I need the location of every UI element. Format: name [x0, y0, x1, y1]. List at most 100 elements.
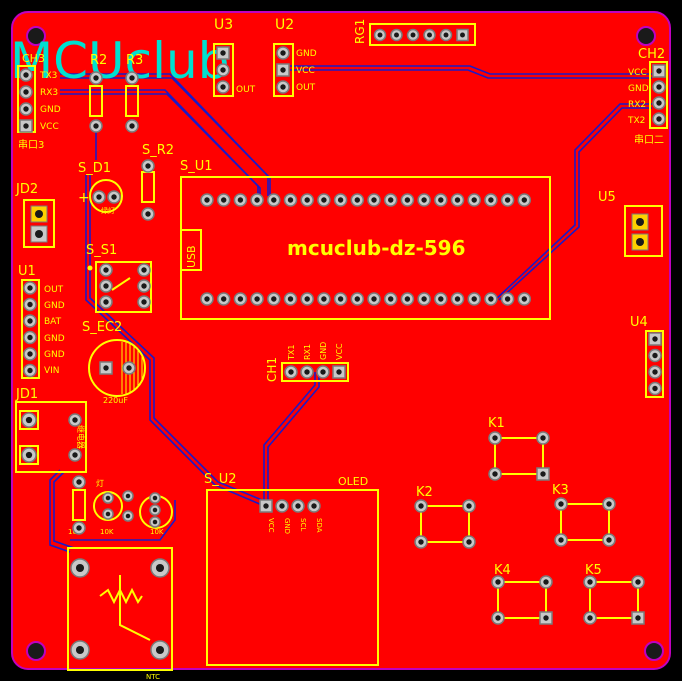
pad-hole	[495, 579, 501, 585]
s-u1-mcu: S_U1 USB mcuclub-dz-596	[180, 159, 551, 320]
u1-pin-1: OUT	[44, 285, 64, 295]
u4-label: U4	[630, 315, 648, 330]
u1-module: U1 OUT GND BAT GND GND VIN	[18, 264, 65, 379]
key-k5[interactable]: K5	[585, 563, 639, 619]
pad-hole	[141, 283, 147, 289]
pad-hole	[287, 296, 294, 302]
pad-hole	[521, 296, 527, 302]
pad-hole	[471, 197, 477, 203]
ch3-pin-1: TX3	[39, 71, 57, 81]
ch2-label: CH2	[638, 47, 665, 62]
k4-label: K4	[494, 563, 511, 578]
ch1-pin-4: VCC	[335, 343, 344, 360]
pad-hole	[656, 100, 662, 106]
pad-hole	[204, 296, 210, 302]
s-r2-label: S_R2	[142, 143, 174, 158]
key-k2[interactable]: K2	[416, 485, 470, 543]
u1-pin-2: GND	[44, 301, 65, 311]
pad-hole	[438, 296, 444, 302]
pad-hole	[271, 197, 277, 203]
ch1-connector: CH1 TX1 RX1 GND VCC	[265, 342, 349, 382]
pad-hole	[418, 539, 424, 545]
pad-hole	[321, 296, 327, 302]
pad-hole	[540, 471, 546, 477]
pad-hole	[438, 197, 444, 203]
s-ec2-capacitor: S_EC2 220uF	[82, 320, 146, 405]
pad-hole	[145, 211, 151, 217]
pad-hole	[125, 493, 131, 499]
pad-hole	[263, 503, 269, 509]
traces	[49, 65, 652, 553]
pad-hole	[606, 537, 612, 543]
pad-hole	[404, 197, 411, 203]
key-k4[interactable]: K4	[494, 563, 547, 619]
pad-hole	[354, 296, 360, 302]
pad-hole	[27, 285, 33, 291]
pad-hole	[129, 75, 135, 81]
pad-hole	[25, 451, 33, 459]
pad-hole	[635, 615, 641, 621]
pad-hole	[220, 84, 226, 90]
pad-hole	[105, 511, 111, 517]
u2-vcc-label: VCC	[296, 66, 315, 76]
pad-hole	[311, 503, 317, 509]
pad-hole	[279, 503, 285, 509]
pad-hole	[454, 197, 461, 203]
pad-hole	[254, 296, 260, 302]
pad-hole	[76, 525, 82, 531]
pad-hole	[521, 197, 527, 203]
pad-hole	[421, 197, 427, 203]
u1-pin-6: VIN	[44, 366, 60, 376]
pad-hole	[471, 296, 477, 302]
pad-hole	[111, 194, 117, 200]
jd1-relay: JD1 继电器	[15, 387, 87, 473]
ch3-pin-3: GND	[40, 105, 61, 115]
pad-hole	[460, 32, 465, 38]
pad-hole	[288, 369, 294, 375]
k5-label: K5	[585, 563, 602, 578]
pad-hole	[558, 501, 564, 507]
pad-hole	[141, 267, 147, 273]
key-k3[interactable]: K3	[552, 483, 610, 541]
pad-hole	[543, 579, 549, 585]
pad-hole	[72, 417, 78, 423]
pad-hole	[656, 68, 662, 74]
rg1-header: RG1	[353, 19, 476, 46]
board-title: mcuclub-dz-596	[287, 236, 466, 260]
pad-hole	[221, 197, 227, 203]
led-label: 灯	[96, 478, 104, 488]
pad-hole	[656, 116, 662, 122]
pad-hole	[558, 537, 564, 543]
r-10k-label-2: 10K	[100, 528, 114, 536]
pad-hole	[129, 123, 135, 129]
u1-pin-3: BAT	[44, 317, 62, 327]
pad-hole	[418, 503, 424, 509]
s-d1-led: S_D1 + 绿灯	[78, 161, 123, 215]
ch3-sub-label: 串口3	[18, 139, 44, 151]
pad-hole	[125, 513, 131, 519]
ch2-pin-3: RX2	[628, 100, 646, 110]
pad-hole	[75, 563, 85, 573]
pad-hole	[103, 299, 109, 305]
ch2-pin-2: GND	[628, 84, 649, 94]
svg-text:+: +	[78, 190, 90, 206]
pad-hole	[280, 67, 286, 73]
pad-hole	[354, 197, 360, 203]
jd2-label: JD2	[15, 182, 38, 197]
pad-hole	[652, 336, 658, 342]
u4-module: U4	[630, 315, 664, 398]
pad-hole	[237, 296, 244, 302]
pad-hole	[155, 563, 165, 573]
s-ec2-value: 220uF	[103, 396, 128, 405]
pad-hole	[23, 106, 29, 112]
pad-hole	[23, 123, 29, 129]
pad-hole	[237, 197, 244, 203]
ch3-pin-2: RX3	[40, 88, 58, 98]
u1-pin-4: GND	[44, 334, 65, 344]
u2-out-label: OUT	[296, 83, 316, 93]
r2-resistor: R2	[89, 53, 107, 117]
key-k1[interactable]: K1	[488, 416, 544, 475]
ntc-label: NTC	[146, 673, 160, 681]
pad-hole	[103, 365, 109, 371]
